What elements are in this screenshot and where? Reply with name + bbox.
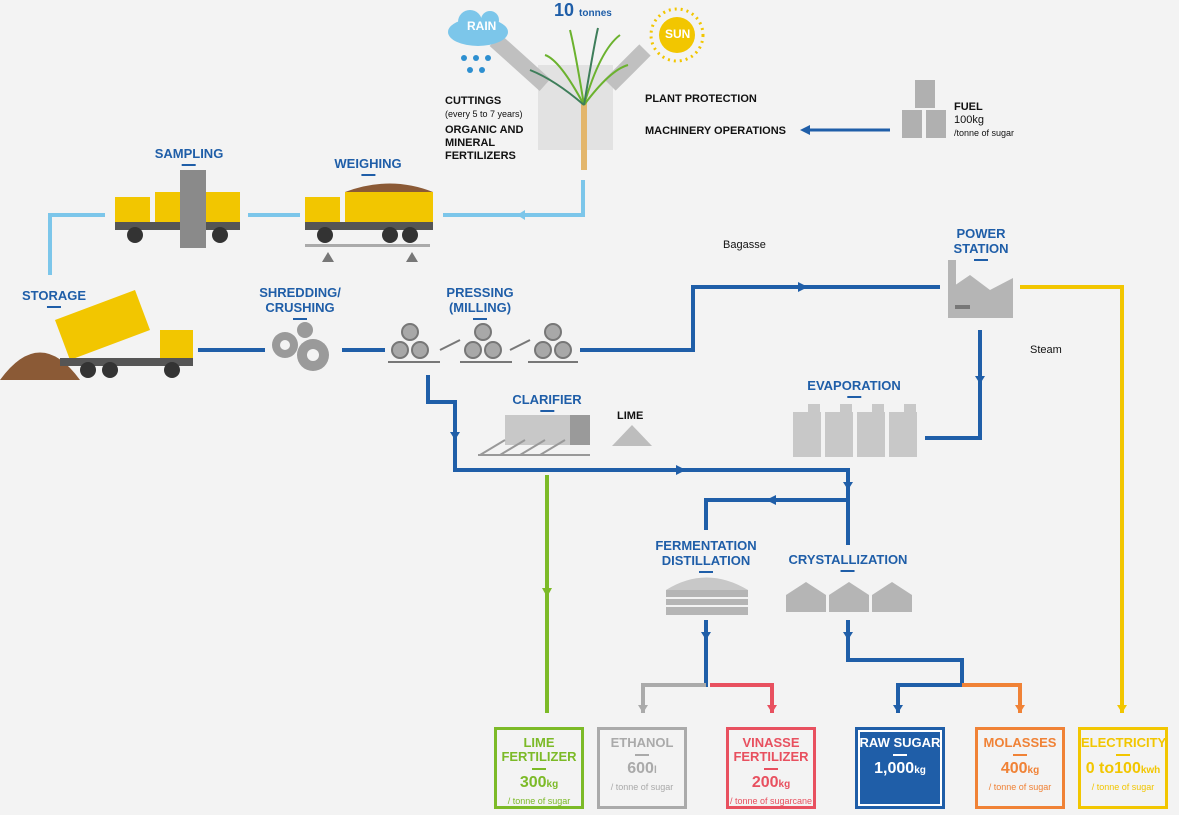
steam-label: Steam (1030, 344, 1062, 356)
sugarcane-leaves-icon (529, 27, 629, 106)
output-per: / tonne of sugar (988, 782, 1052, 792)
crystallization-tanks-icon (786, 582, 912, 612)
weighing-label: WEIGHING (334, 156, 402, 176)
output-title: ELECTRICITY (1081, 735, 1167, 750)
output-per: / tonne of sugar (1091, 782, 1155, 792)
grey-pipe (641, 683, 706, 713)
yellow-pipe (1020, 285, 1124, 713)
output-title: MOLASSES (983, 735, 1057, 750)
cuttings-note: (every 5 to 7 years) (445, 109, 523, 119)
crushing-gears-icon (272, 322, 329, 371)
output-value: 1,000kg (874, 760, 926, 777)
output-value: 300kg (519, 774, 559, 791)
plant-backdrop (538, 65, 613, 150)
output-per: / tonne of sugar (610, 782, 674, 792)
input-arrows (489, 34, 651, 91)
yield-value: 10 (554, 0, 575, 20)
output-box-ethanol: ETHANOL 600l / tonne of sugar (597, 727, 687, 809)
milling-rollers-icon (388, 323, 578, 363)
dump-truck-icon (0, 290, 193, 380)
orange-pipe (962, 683, 1022, 713)
cuttings-label: CUTTINGS (every 5 to 7 years) (445, 95, 523, 121)
fuel-amount: 100kg (954, 114, 984, 126)
crystallization-label: CRYSTALLIZATION (789, 552, 907, 572)
output-title: RAW SUGAR (859, 735, 941, 750)
fuel-unit: /tonne of sugar (954, 128, 1015, 138)
output-title: LIME FERTILIZER (501, 735, 577, 764)
rain-cloud-icon (448, 10, 508, 73)
clarifier-icon (478, 415, 590, 456)
evaporation-tanks-icon (793, 404, 917, 457)
red-pipe (710, 683, 774, 713)
output-title: VINASSE FERTILIZER (733, 735, 809, 764)
sun-label: SUN (665, 27, 691, 41)
output-value: 600l (627, 760, 657, 777)
fermentation-tank-icon (666, 577, 748, 615)
cuttings-text: CUTTINGS (445, 95, 502, 107)
power-station-icon (948, 260, 1013, 318)
output-box-raw-sugar: RAW SUGAR 1,000kg (855, 727, 945, 809)
output-box-molasses: MOLASSES 400kg / tonne of sugar (975, 727, 1065, 809)
shredding-label: SHREDDING/ CRUSHING (255, 285, 345, 320)
fuel-title: FUEL (954, 101, 983, 113)
rain-label: RAIN (467, 19, 497, 33)
light-blue-pipe (48, 180, 585, 275)
fermentation-label: FERMENTATION DISTILLATION (651, 538, 761, 573)
sugarcane-stalk (581, 100, 587, 170)
fertilizers-label: ORGANIC AND MINERAL FERTILIZERS (445, 124, 524, 162)
lime-label: LIME (617, 410, 644, 422)
sampling-truck-icon (115, 170, 240, 248)
output-value: 400kg (1000, 760, 1040, 777)
plant-protection-label: PLANT PROTECTION (645, 93, 757, 105)
output-box-electricity: ELECTRICITY 0 to100kwh / tonne of sugar (1078, 727, 1168, 809)
power-station-label: POWER STATION (946, 226, 1016, 261)
clarifier-label: CLARIFIER (512, 392, 582, 412)
weighing-truck-icon (305, 183, 433, 262)
storage-label: STORAGE (22, 288, 86, 308)
pressing-label: PRESSING (MILLING) (440, 285, 520, 320)
evaporation-label: EVAPORATION (807, 378, 901, 398)
bagasse-label: Bagasse (723, 239, 766, 251)
yield-unit: tonnes (579, 8, 612, 19)
output-box-vinasse-fertilizer: VINASSE FERTILIZER 200kg / tonne of sugarc… (726, 727, 816, 809)
output-value: 0 to100kwh (1085, 760, 1161, 777)
machinery-label: MACHINERY OPERATIONS (645, 125, 786, 137)
output-per: / tonne of sugarcane (729, 796, 813, 806)
output-box-lime-fertilizer: LIME FERTILIZER 300kg / tonne of sugar (494, 727, 584, 809)
output-per: / tonne of sugar (507, 796, 571, 806)
fuel-barrels-icon (902, 80, 946, 138)
yield-label: 10 tonnes (554, 1, 612, 20)
output-value: 200kg (751, 774, 791, 791)
sampling-label: SAMPLING (155, 146, 223, 166)
sun-icon (649, 7, 705, 63)
output-title: ETHANOL (610, 735, 674, 750)
lime-pile-icon (612, 425, 652, 446)
